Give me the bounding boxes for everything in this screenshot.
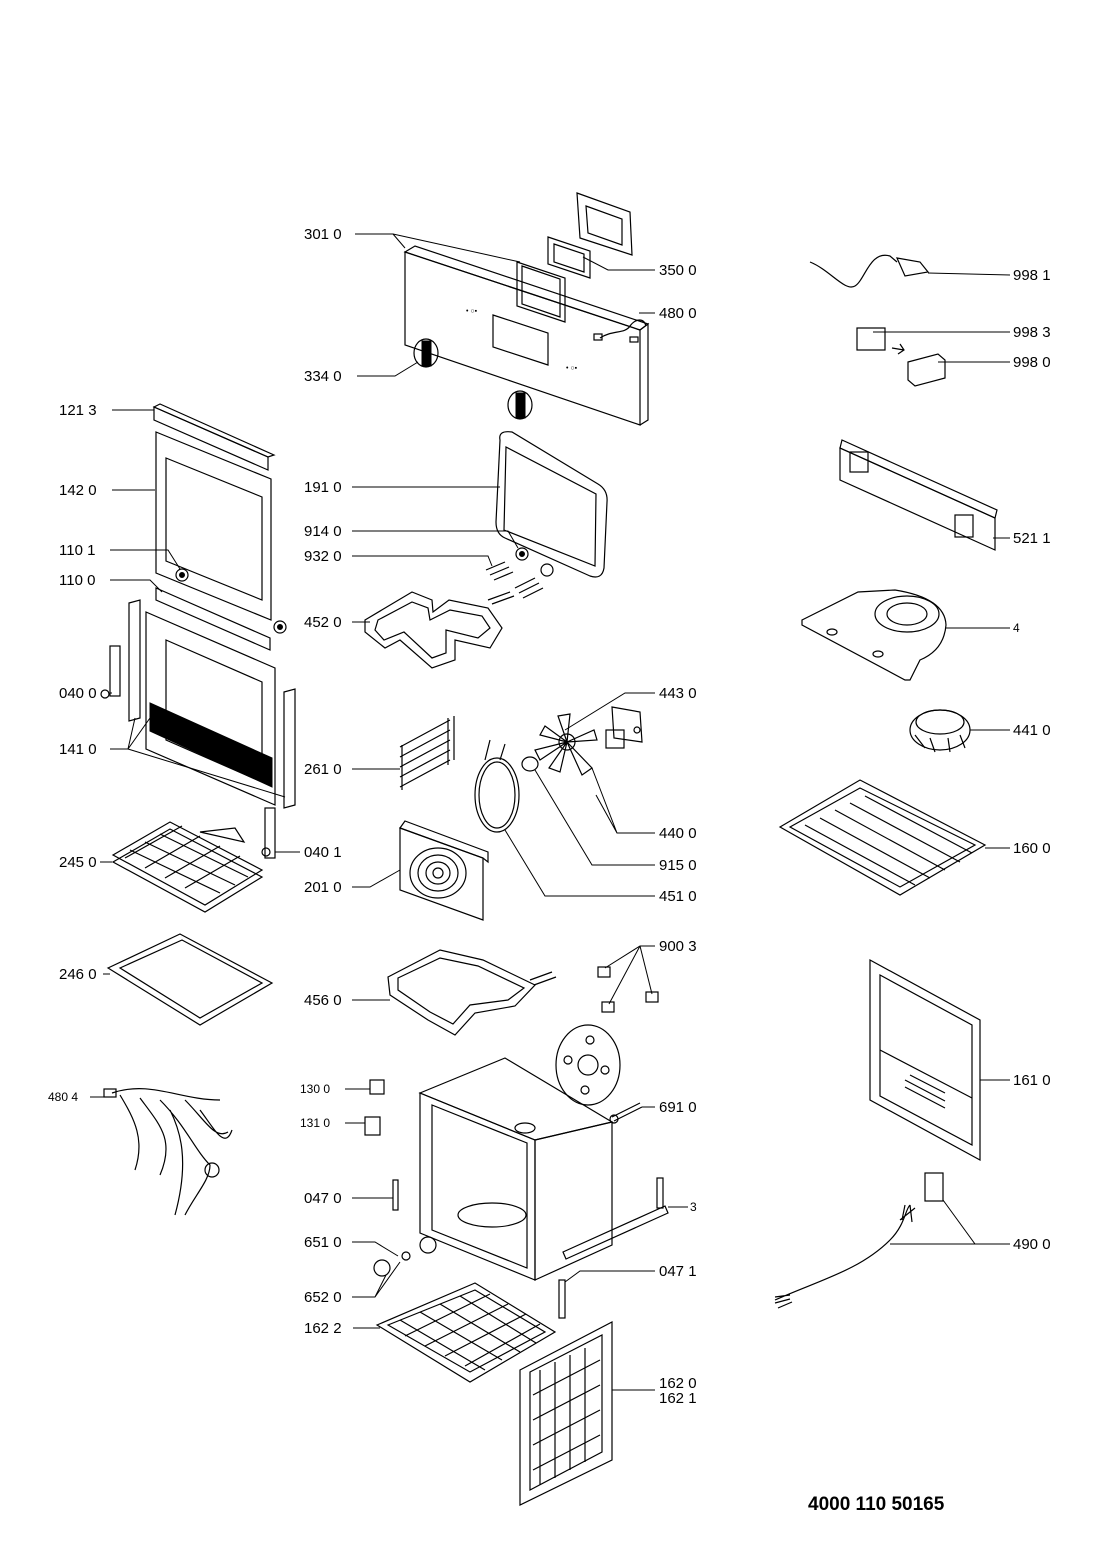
label-201-0: 201 0 — [304, 879, 342, 896]
label-932-0: 932 0 — [304, 548, 342, 565]
label-130-0: 130 0 — [300, 1082, 330, 1096]
label-261-0: 261 0 — [304, 761, 342, 778]
label-110-0: 110 0 — [59, 572, 95, 589]
control-panel-drawing: • ○▪ • ○▪ — [403, 192, 650, 426]
center-parts-drawing — [364, 431, 669, 1506]
label-161-0: 161 0 — [1013, 1072, 1051, 1089]
label-998-0: 998 0 — [1013, 354, 1051, 371]
label-3: 3 — [690, 1200, 697, 1214]
label-040-1: 040 1 — [304, 844, 342, 861]
label-191-0: 191 0 — [304, 479, 342, 496]
label-047-1: 047 1 — [659, 1263, 697, 1280]
label-490-0: 490 0 — [1013, 1236, 1051, 1253]
label-350-0: 350 0 — [659, 262, 697, 279]
label-452-0: 452 0 — [304, 614, 342, 631]
label-451-0: 451 0 — [659, 888, 697, 905]
door-assembly-drawing — [100, 403, 296, 859]
label-900-3: 900 3 — [659, 938, 697, 955]
label-441-0: 441 0 — [1013, 722, 1051, 739]
label-162-2: 162 2 — [304, 1320, 342, 1337]
svg-text:• ○▪: • ○▪ — [466, 308, 478, 315]
label-047-0: 047 0 — [304, 1190, 342, 1207]
label-110-1: 110 1 — [59, 542, 95, 559]
right-parts-drawing — [774, 254, 998, 1309]
label-246-0: 246 0 — [59, 966, 97, 983]
label-652-0: 652 0 — [304, 1289, 342, 1306]
label-443-0: 443 0 — [659, 685, 697, 702]
label-162-0: 162 0 — [659, 1375, 697, 1392]
label-142-0: 142 0 — [59, 482, 97, 499]
label-121-3: 121 3 — [59, 402, 97, 419]
label-040-0: 040 0 — [59, 685, 97, 702]
label-162-1: 162 1 — [659, 1390, 697, 1407]
label-456-0: 456 0 — [304, 992, 342, 1009]
label-691-0: 691 0 — [659, 1099, 697, 1116]
label-141-0: 141 0 — [59, 741, 97, 758]
label-440-0: 440 0 — [659, 825, 697, 842]
label-521-1: 521 1 — [1013, 530, 1051, 547]
svg-text:• ○▪: • ○▪ — [566, 365, 578, 372]
label-998-3: 998 3 — [1013, 324, 1051, 341]
label-998-1: 998 1 — [1013, 267, 1051, 284]
label-651-0: 651 0 — [304, 1234, 342, 1251]
label-914-0: 914 0 — [304, 523, 342, 540]
part-labels: 301 0 350 0 480 0 334 0 121 3 142 0 191 … — [48, 226, 1051, 1407]
label-915-0: 915 0 — [659, 857, 697, 874]
label-160-0: 160 0 — [1013, 840, 1051, 857]
label-4: 4 — [1013, 621, 1020, 635]
label-480-4: 480 4 — [48, 1090, 78, 1104]
label-301-0: 301 0 — [304, 226, 342, 243]
leader-lines — [90, 233, 1011, 1391]
label-131-0: 131 0 — [300, 1116, 330, 1130]
document-number: 4000 110 50165 — [808, 1494, 945, 1515]
label-334-0: 334 0 — [304, 368, 342, 385]
label-480-0: 480 0 — [659, 305, 697, 322]
label-245-0: 245 0 — [59, 854, 97, 871]
trays-drawing — [103, 821, 274, 1216]
